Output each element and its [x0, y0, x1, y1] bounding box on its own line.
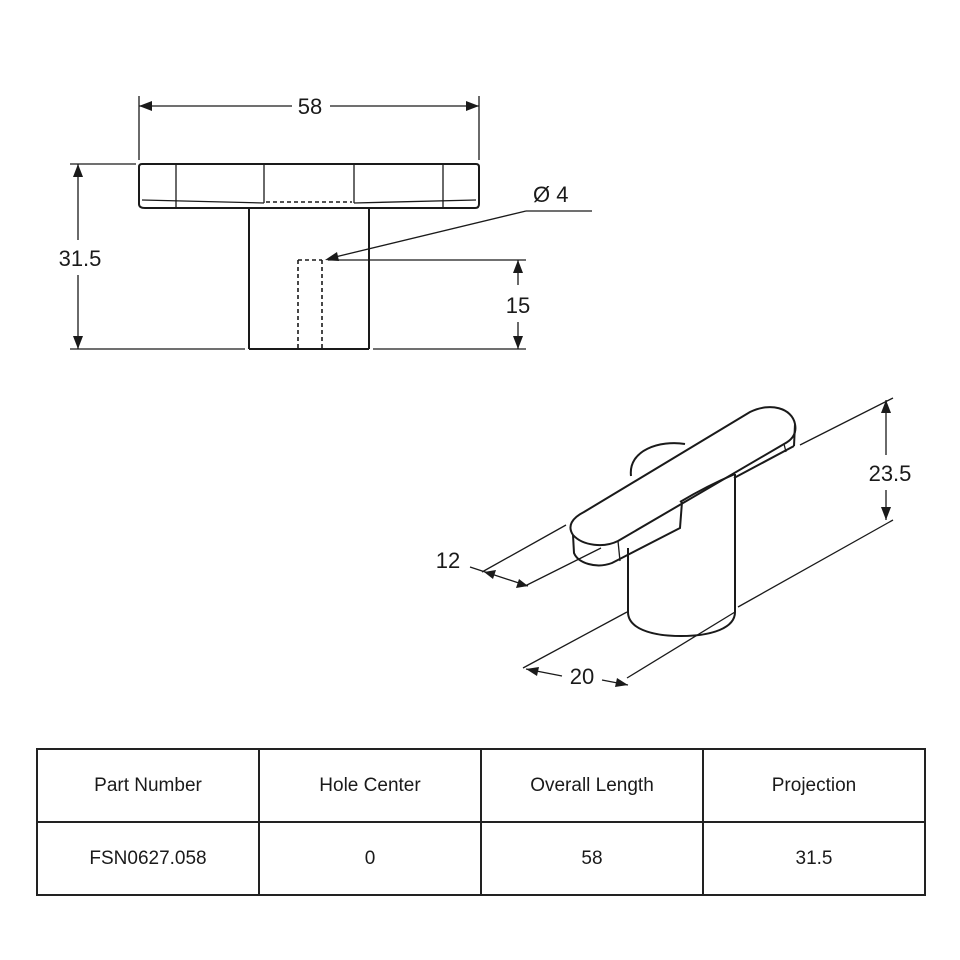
ext-line: [799, 397, 894, 446]
bar-edge: [617, 540, 621, 562]
isometric-view: 23.5 12 20: [436, 397, 912, 689]
arrow: [325, 252, 339, 261]
front-bar-outline: [138, 163, 480, 209]
ext-line: [626, 611, 736, 679]
arrow: [513, 336, 523, 349]
dim-iso-height: 23.5: [869, 461, 912, 486]
arrow: [513, 260, 523, 273]
table-header-row: Part Number Hole Center Overall Length P…: [36, 748, 926, 823]
arrow: [881, 400, 891, 413]
bar-side-edge: [733, 445, 795, 479]
arrow: [73, 164, 83, 177]
table-header: Hole Center: [258, 748, 482, 823]
table-cell: 0: [258, 821, 482, 896]
table-cell: 31.5: [702, 821, 926, 896]
leader-line: [330, 210, 527, 259]
ext-line: [524, 547, 602, 587]
arrow: [526, 667, 539, 676]
table-header: Projection: [702, 748, 926, 823]
dim-front-height: 31.5: [59, 246, 102, 271]
technical-drawing: 58 31.5 Ø 4 15: [59, 94, 912, 689]
dim-iso-base-width: 20: [570, 664, 594, 689]
ext-line: [737, 519, 894, 608]
front-view: 58 31.5 Ø 4 15: [59, 94, 592, 350]
bar-side-edge: [793, 423, 796, 447]
ext-line: [481, 524, 567, 573]
table-cell: FSN0627.058: [36, 821, 260, 896]
ext-line: [522, 611, 628, 669]
bar-side-face: [572, 501, 683, 567]
arrow: [466, 101, 479, 111]
dim-front-width: 58: [298, 94, 322, 119]
bar-top-face: [569, 406, 797, 547]
bar-chamfer: [353, 199, 477, 204]
dim-iso-bar-width: 12: [436, 548, 460, 573]
table-header: Overall Length: [480, 748, 704, 823]
bar-edge: [783, 443, 787, 453]
cylinder-bottom: [627, 611, 736, 638]
table-row: FSN0627.058 0 58 31.5: [36, 821, 926, 896]
arrow: [615, 678, 628, 687]
arrow: [516, 579, 528, 588]
dim-hole-diameter: Ø 4: [533, 182, 568, 207]
arrow: [139, 101, 152, 111]
bar-chamfer: [141, 199, 265, 204]
cylinder-top: [629, 442, 686, 477]
table-cell: 58: [480, 821, 704, 896]
spec-table: Part Number Hole Center Overall Length P…: [36, 748, 926, 896]
arrow: [484, 570, 496, 579]
arrow: [881, 507, 891, 520]
table-header: Part Number: [36, 748, 260, 823]
dim-hole-depth: 15: [506, 293, 530, 318]
arrow: [73, 336, 83, 349]
